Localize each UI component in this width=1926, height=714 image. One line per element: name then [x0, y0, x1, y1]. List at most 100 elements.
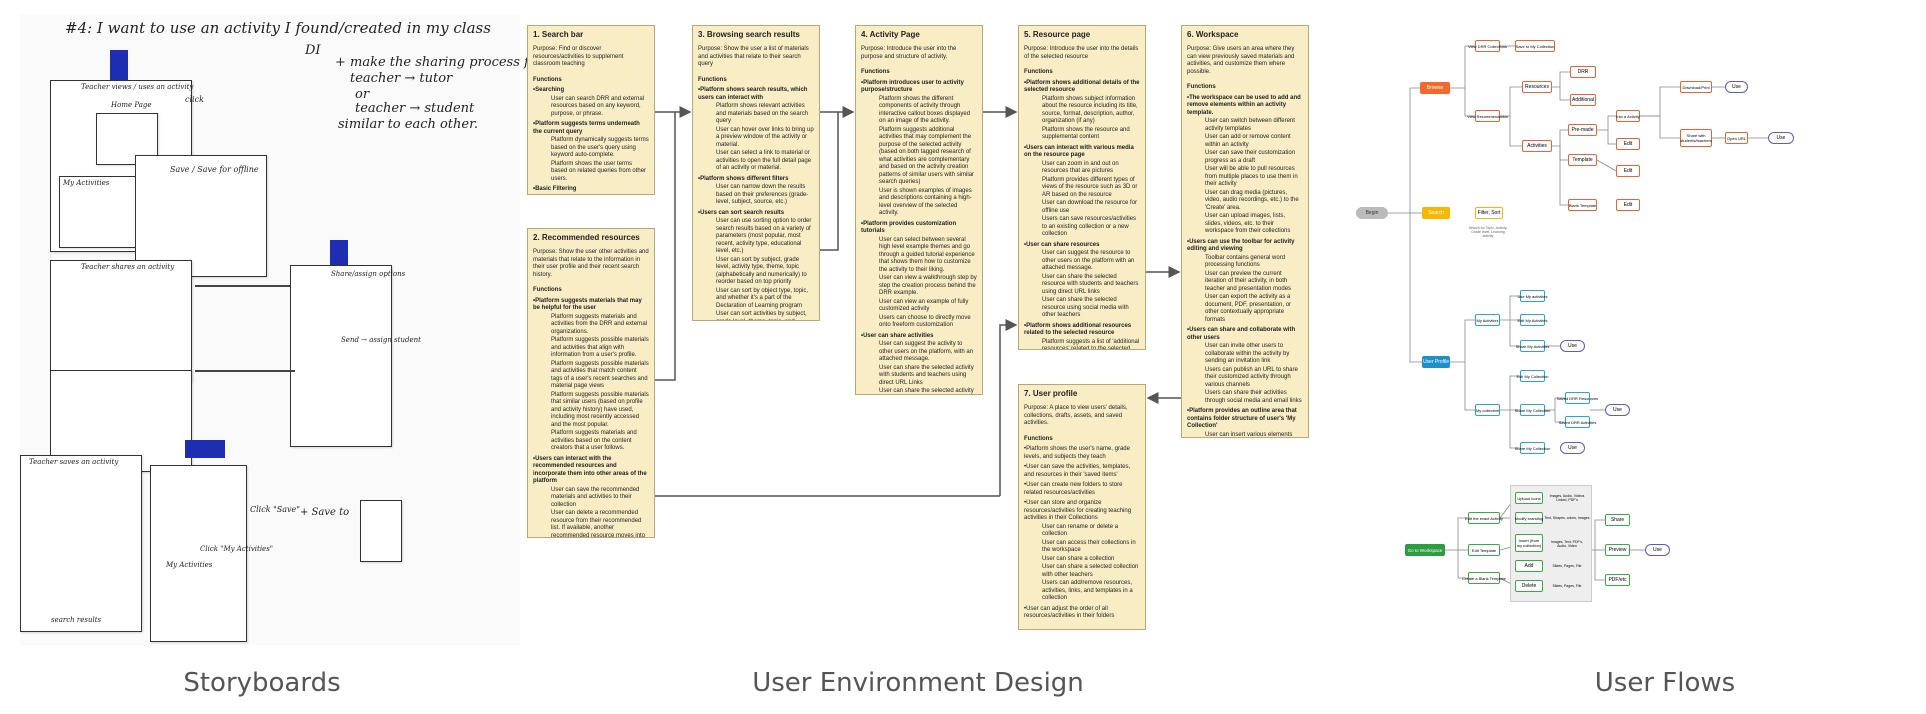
tape	[185, 440, 225, 458]
sketch-label: Save / Save for offline	[170, 165, 259, 174]
function-item: Platform suggests materials and activiti…	[551, 313, 648, 335]
flow-open-url-node: Open URL	[1725, 132, 1748, 144]
caption-user-flows: User Flows	[1594, 668, 1736, 698]
function-line: •User can adjust the order of all resour…	[1024, 605, 1115, 620]
flow-share-node: Share with students/teachers	[1680, 129, 1712, 147]
sketch-label: + Save to	[300, 507, 350, 518]
sketch-label: search results	[51, 616, 102, 624]
flow-share-activities-node: Share My Activities	[1516, 340, 1549, 352]
flow-my-collection-node: My collection	[1475, 404, 1500, 416]
function-item: User can switch between different activi…	[1205, 118, 1295, 132]
function-line: •User can store and organize resources/a…	[1024, 500, 1132, 521]
storyboard-note-line: teacher → student	[355, 101, 475, 116]
function-heading: •Users can interact with various media o…	[1024, 144, 1134, 159]
card-purpose: Purpose: Introduce the user into the pur…	[861, 46, 957, 60]
sketch-frame: Teacher saves an activity search results	[20, 455, 142, 632]
flow-export-node: PDF/etc	[1605, 574, 1630, 586]
flow-note: Text, Shapes, colors, Images	[1544, 516, 1590, 520]
function-item: Platform suggests possible materials and…	[551, 337, 649, 358]
function-item: User can use sorting option to order sea…	[716, 218, 812, 254]
flow-use-node: Use	[1645, 544, 1670, 556]
storyboard-arrow	[195, 285, 315, 287]
function-item: Platform provides different types of vie…	[1042, 176, 1138, 198]
flow-edit-node: Edit	[1616, 165, 1640, 177]
function-item: User can rename or delete a collection	[1042, 523, 1119, 538]
function-item: User can sort by object type, topic, and…	[716, 287, 809, 309]
function-item: User can export the activity as a docume…	[1205, 294, 1292, 323]
function-heading: •Platform shows different filters	[698, 175, 789, 182]
function-item: User can sort by subject, grade level, a…	[716, 256, 807, 286]
flow-preview-node: Preview	[1605, 544, 1630, 556]
flow-drr-node: DRR	[1570, 66, 1596, 78]
flow-edit-activities-node: Edit My Activities	[1518, 314, 1548, 326]
flow-saved-drr-acts-node: Saved DRR Activities	[1559, 416, 1596, 428]
function-item: Platform shows the user terms based on r…	[551, 160, 647, 182]
function-item: User can access their collections in the…	[1042, 539, 1136, 554]
flow-view-drr-node: View DRR Collections	[1468, 40, 1507, 52]
function-line: •Platform shows the user's name, grade l…	[1024, 446, 1130, 460]
flow-note: Slides, Pages, File	[1552, 564, 1582, 568]
card-title: 7. User profile	[1024, 389, 1078, 398]
function-item: User can suggest the activity to other u…	[879, 341, 974, 362]
function-item: User can drag media (pictures, video, au…	[1205, 189, 1299, 211]
flow-use-node: Use	[1725, 81, 1748, 93]
storyboards-panel: #4: I want to use an activity I found/cr…	[20, 15, 543, 645]
function-item: User can add or remove content within an…	[1205, 134, 1291, 148]
arrow	[655, 112, 676, 381]
function-item: User can select a link to material or ac…	[716, 150, 812, 171]
function-heading: •Platform shows additional details of th…	[1024, 79, 1140, 94]
function-item: User can share the selected activity wit…	[879, 364, 974, 386]
card-purpose: Purpose: Introduce the user into the det…	[1024, 46, 1139, 60]
card-functions-label: Functions	[698, 76, 727, 83]
function-item: Platform suggests materials and activiti…	[551, 430, 637, 451]
function-item: User can zoom in and out on resources th…	[1042, 160, 1119, 175]
function-item: Platform suggests possible materials tha…	[551, 391, 649, 428]
sketch-label: Click "Save"	[250, 505, 300, 514]
card-function-list: •Platform shows the user's name, grade l…	[1024, 446, 1140, 621]
storyboard-note-line: teacher → tutor	[350, 71, 453, 86]
flow-additional-node: Additional	[1570, 94, 1596, 106]
storyboard-note-line: similar to each other.	[338, 117, 479, 132]
card-functions-label: Functions	[1024, 69, 1053, 75]
flow-my-activities-node: My Activities	[1475, 314, 1500, 326]
card-purpose: Purpose: A place to view users' details,…	[1024, 405, 1128, 426]
ued-card-resource-page: 5. Resource page Purpose: Introduce the …	[1018, 25, 1146, 350]
function-item: Users can choose to directly move onto f…	[879, 314, 971, 329]
function-item: User can insert various elements from th…	[1205, 431, 1293, 438]
flow-edit-node: Edit	[1616, 199, 1640, 211]
flow-edit-collection-node: Edit My Collection	[1517, 370, 1549, 382]
flow-browse-node: Browse	[1420, 82, 1450, 94]
flow-edit-template-node: Edit Template	[1468, 544, 1500, 556]
tape	[110, 50, 128, 84]
function-item: User can save the recommended materials …	[551, 486, 640, 508]
function-heading: •Users can share and collaborate with ot…	[1187, 327, 1296, 341]
function-item: User will be able to pull resources from…	[1205, 166, 1298, 187]
sketch-label: Share/assign options	[331, 270, 406, 278]
function-item: Platform shows the resource and suppleme…	[1042, 126, 1130, 141]
function-item: User can search DRR and external resourc…	[551, 95, 645, 117]
ued-card-search-bar: 1. Search bar Purpose: Find or discover …	[527, 25, 655, 195]
flow-connectors	[1388, 45, 1768, 587]
card-function-list: •Platform shows additional details of th…	[1024, 79, 1140, 350]
sketch-label: Teacher saves an activity	[29, 458, 119, 466]
function-item: User can sort activities by subject, gra…	[716, 311, 807, 320]
function-item: User can delete a recommended resource f…	[551, 510, 646, 538]
flow-resources-node: Resources	[1522, 81, 1552, 93]
function-item: Users can add/remove resources, activiti…	[1042, 580, 1133, 601]
function-heading: •The workspace can be used to add and re…	[1187, 94, 1301, 116]
card-title: 6. Workspace	[1187, 30, 1239, 39]
flow-use-node: Use	[1768, 132, 1794, 144]
sketch-label: click	[185, 95, 204, 104]
sketch-label: Teacher views / uses an activity	[81, 83, 194, 91]
sketch-label: Send → assign student	[341, 336, 421, 344]
card-title: 2. Recommended resources	[533, 233, 640, 242]
function-heading: •Platform suggests terms underneath the …	[533, 121, 640, 135]
card-functions-label: Functions	[1187, 84, 1216, 90]
function-heading: •Platform shows search results, which us…	[698, 87, 808, 101]
sketch-label: My Activities	[63, 179, 110, 187]
flow-insert-media-node: Insert (from my collection)	[1515, 534, 1543, 552]
function-item: User can view an example of fully custom…	[879, 298, 969, 313]
function-item: Platform suggests a list of 'additional …	[1042, 338, 1140, 350]
card-function-list: •Platform suggests materials that may be…	[533, 298, 649, 538]
